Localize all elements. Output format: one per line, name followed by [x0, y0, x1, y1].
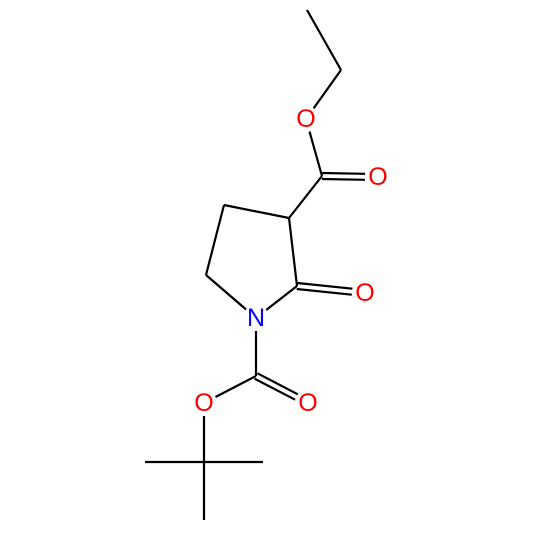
bond-ester_c-ester_carbonyl_o-line-2: [322, 171, 366, 175]
atom-label-boc_o: O: [194, 389, 213, 417]
bond-ring_n-ring_c2: [265, 285, 298, 311]
bond-ring_c2-lactam_o-line-2: [297, 281, 353, 290]
bond-ring_c2-ring_c3: [287, 217, 299, 287]
atom-label-boc_carbonyl_o: O: [298, 389, 317, 417]
bond-ring_c3-ring_c4: [223, 203, 290, 220]
atom-labels-layer: O O N O O O: [194, 105, 387, 417]
atom-label-ester_o: O: [296, 105, 315, 133]
bond-ring_c2-lactam_o-line-1: [296, 287, 352, 296]
bonds-layer: [145, 9, 366, 520]
bond-ethyl_ch2-ester_o: [312, 69, 342, 110]
bond-boc_c-boc_o: [214, 375, 257, 398]
bond-ring_c4-ring_c5: [204, 204, 226, 276]
atom-label-lactam_o: O: [355, 279, 374, 307]
bond-ethyl_ch3-ethyl_ch2: [306, 9, 342, 71]
atom-label-ring_n: N: [247, 304, 265, 332]
bond-boc_c-boc_carbonyl_o-line-1: [254, 377, 296, 401]
bond-ester_c-ester_carbonyl_o-line-1: [321, 177, 365, 181]
bond-ester_o-ester_c: [308, 131, 324, 177]
bond-boc_c-boc_carbonyl_o-line-2: [256, 372, 299, 396]
atom-label-ester_carbonyl_o: O: [368, 163, 387, 191]
bond-ring_c5-ring_n: [205, 274, 247, 311]
bond-ester_c-ring_c3: [288, 175, 323, 219]
